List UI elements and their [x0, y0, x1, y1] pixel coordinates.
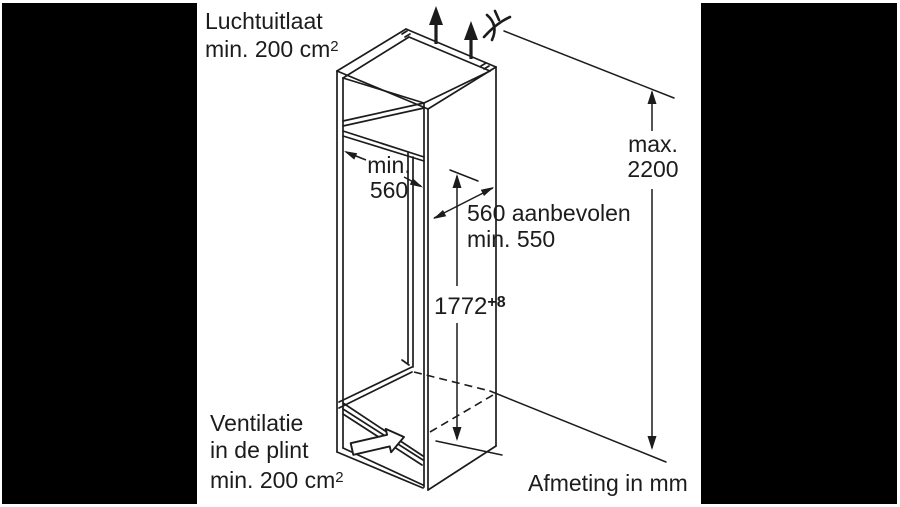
- plinth-vent-superscript: 2: [335, 469, 344, 486]
- air-swirl-icon: [482, 9, 512, 42]
- hidden-edges: [413, 371, 494, 433]
- niche-height-tolerance: +8: [487, 294, 506, 311]
- back-rail-notch-left: [401, 30, 411, 38]
- floor-extension-line: [489, 390, 667, 463]
- dimension-max-height: [647, 90, 657, 450]
- niche-width-label: min. 560: [367, 152, 411, 203]
- niche-floor-and-plinth: [336, 152, 424, 489]
- niche-floor-reference-line: [435, 440, 503, 456]
- ceiling-extension-line: [503, 30, 675, 99]
- max-height-label: max. 2200: [627, 131, 679, 182]
- plinth-airflow-arrow-icon: [349, 427, 405, 456]
- dimension-niche-width: [344, 151, 423, 188]
- dimension-niche-height: [452, 174, 462, 441]
- air-outlet-line1: Luchtuitlaat: [205, 8, 323, 34]
- niche-ceiling-lines: [342, 102, 425, 162]
- units-note-label: Afmeting in mm: [528, 470, 688, 496]
- niche-top-reference-line: [449, 169, 479, 182]
- dimension-niche-depth: [433, 187, 494, 219]
- air-outlet-line2: min. 200 cm2: [205, 36, 339, 62]
- air-outlet-label: Luchtuitlaat min. 200 cm2: [205, 8, 339, 62]
- cabinet-outline: [336, 28, 497, 491]
- letterbox-right: [701, 3, 897, 504]
- air-outlet-superscript: 2: [330, 38, 339, 55]
- niche-depth-label: 560 aanbevolen min. 550: [467, 200, 631, 252]
- plinth-vent-label: Ventilatie in de plint min. 200 cm2: [210, 410, 344, 493]
- extension-lines: [435, 30, 675, 463]
- back-rail-notch-right: [480, 62, 490, 70]
- niche-height-label: 1772+8: [434, 293, 506, 320]
- air-outlet-arrow-icon: [429, 6, 478, 59]
- letterbox-left: [2, 3, 197, 504]
